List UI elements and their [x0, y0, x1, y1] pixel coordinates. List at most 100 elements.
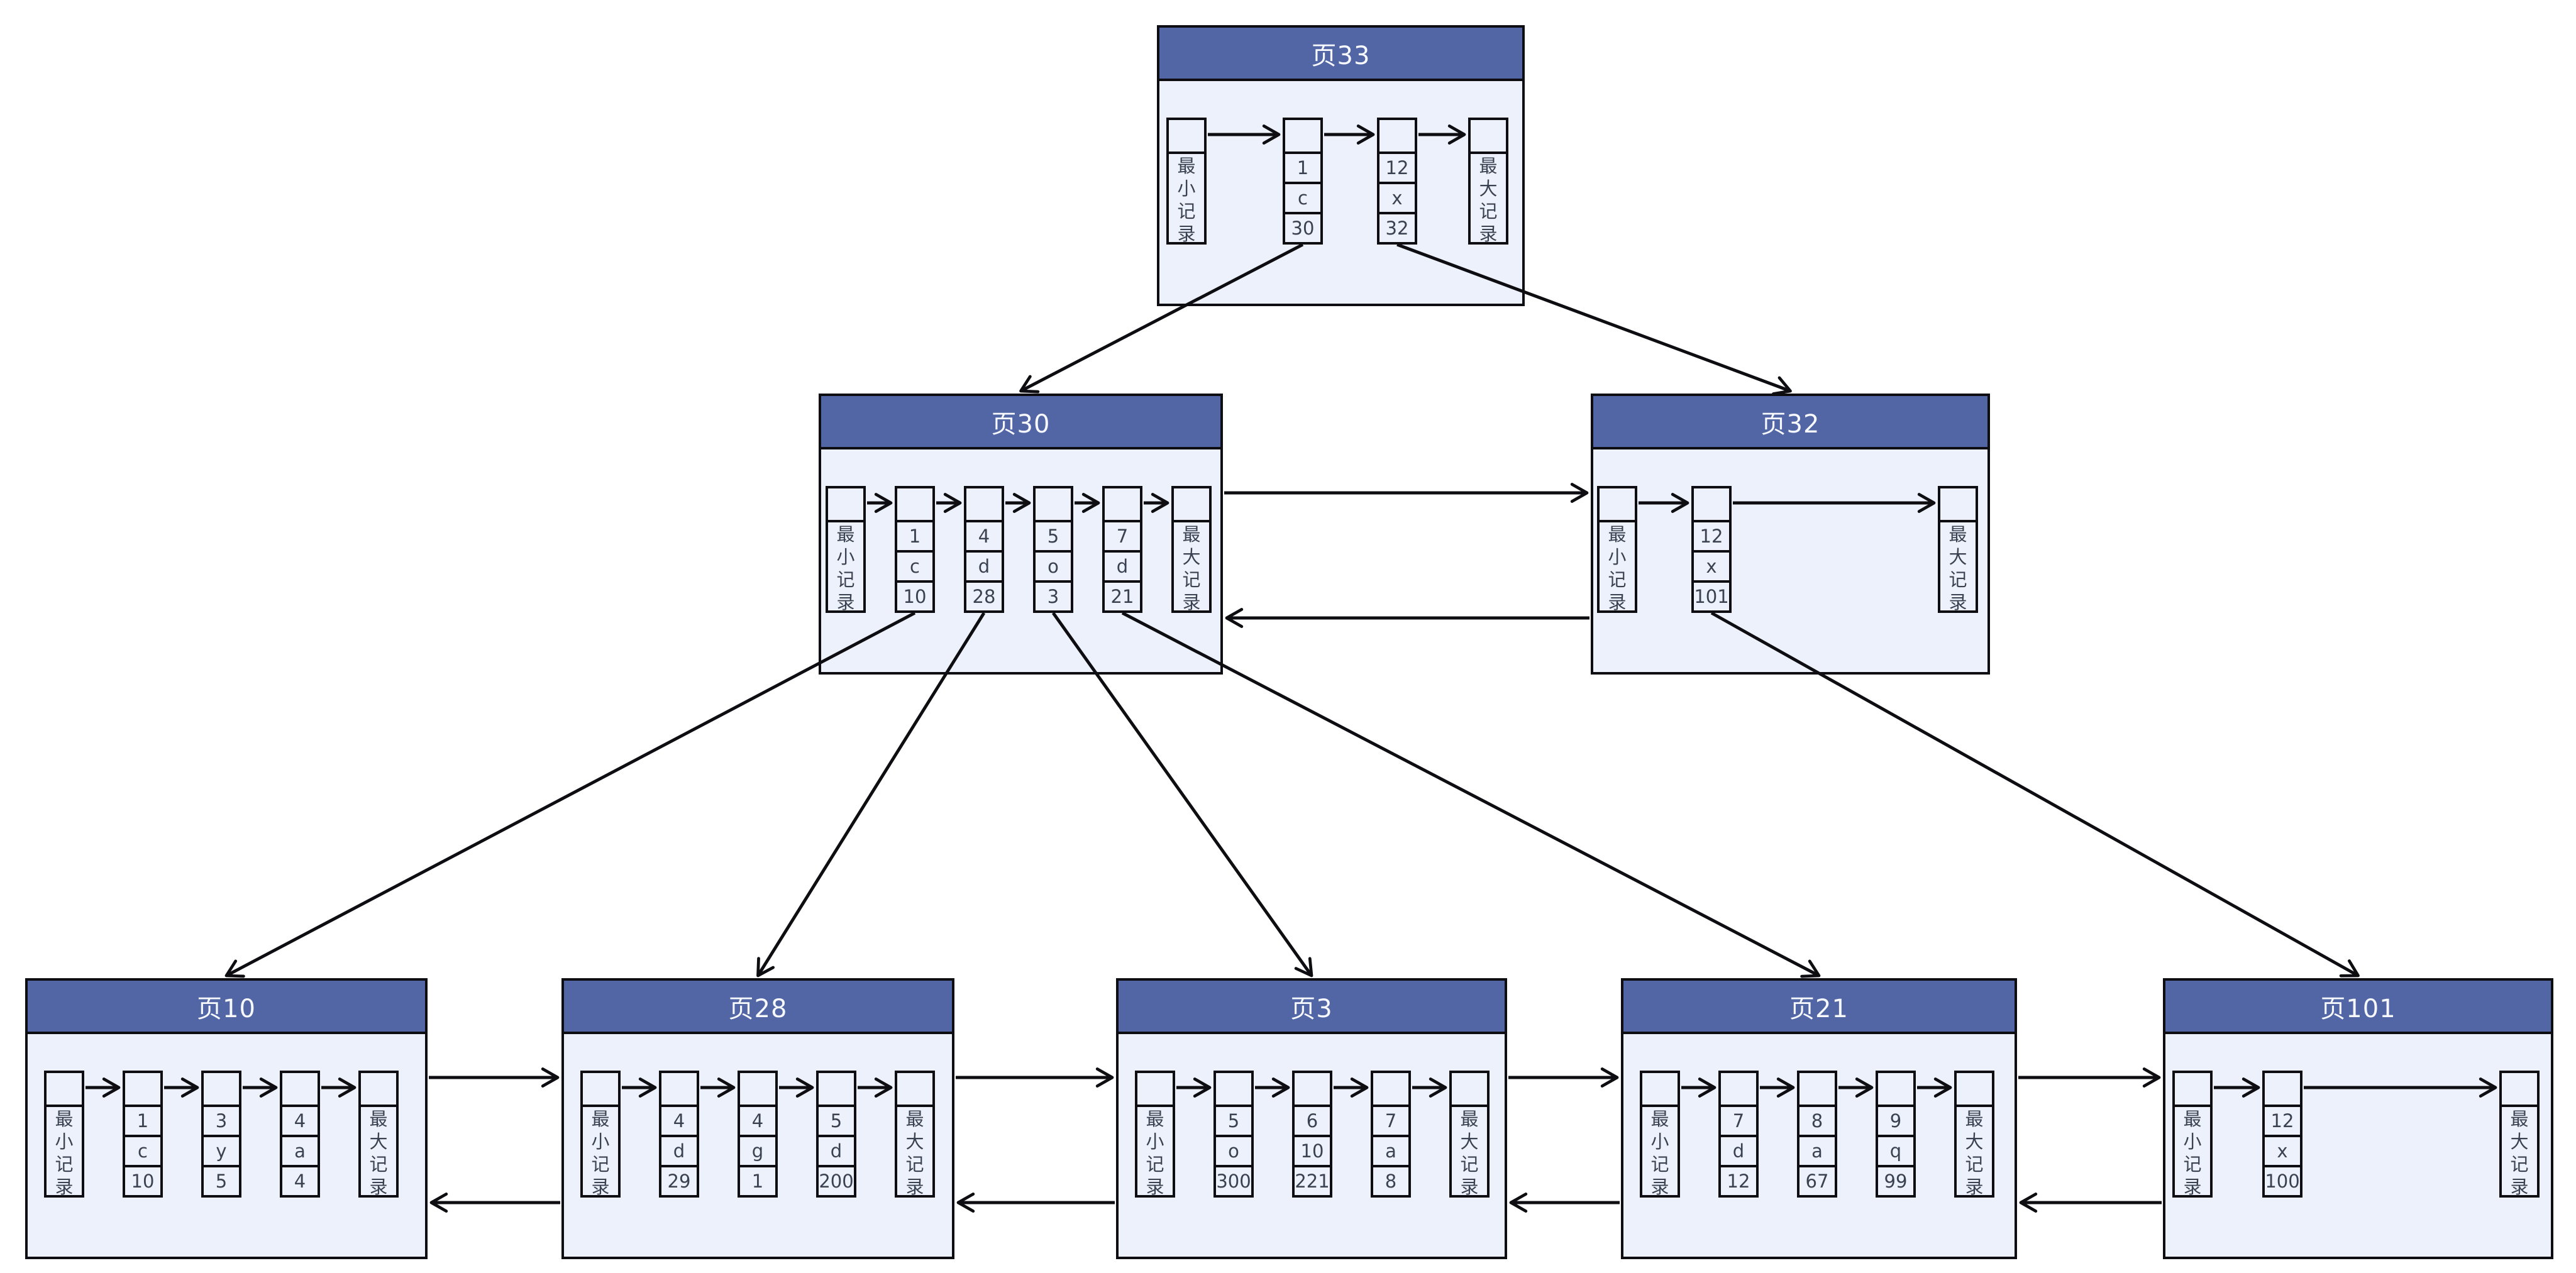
- max-record-label: 最大记录: [1471, 152, 1506, 242]
- min-record-column: 最小记录: [1166, 118, 1207, 245]
- min-record-column: 最小记录: [1135, 1071, 1175, 1198]
- next-record-pointer-cell: [1600, 488, 1635, 520]
- record-field-cell: 7: [1373, 1105, 1408, 1135]
- next-record-pointer-cell: [1799, 1073, 1835, 1105]
- next-record-pointer-cell: [2502, 1073, 2537, 1105]
- min-record-label: 最小记录: [828, 520, 863, 610]
- record-field-cell: c: [125, 1135, 160, 1165]
- page-title: 页32: [1593, 396, 1987, 449]
- max-record-column: 最大记录: [1954, 1071, 1994, 1198]
- next-record-pointer-cell: [1940, 488, 1976, 520]
- record-field-cell: 10: [897, 580, 932, 610]
- min-record-label: 最小记录: [1137, 1105, 1173, 1195]
- record-field-cell: 8: [1373, 1165, 1408, 1195]
- record-field-cell: 12: [1694, 520, 1729, 550]
- record-field-cell: 1: [740, 1165, 775, 1195]
- max-record-column: 最大记录: [1449, 1071, 1490, 1198]
- min-record-label: 最小记录: [47, 1105, 82, 1195]
- max-record-column: 最大记录: [1938, 486, 1978, 613]
- record-field-cell: 10: [1295, 1135, 1330, 1165]
- next-record-pointer-cell: [819, 1073, 854, 1105]
- record-field-cell: x: [1379, 182, 1415, 212]
- min-record-column: 最小记录: [826, 486, 866, 613]
- page-title: 页101: [2165, 981, 2551, 1034]
- max-record-label: 最大记录: [1957, 1105, 1992, 1195]
- min-record-column: 最小记录: [1640, 1071, 1680, 1198]
- record-field-cell: d: [819, 1135, 854, 1165]
- record-field-cell: o: [1216, 1135, 1251, 1165]
- max-record-label: 最大记录: [2502, 1105, 2537, 1195]
- next-record-pointer-cell: [47, 1073, 82, 1105]
- record-field-cell: d: [1721, 1135, 1756, 1165]
- record-field-cell: o: [1036, 550, 1071, 580]
- max-record-label: 最大记录: [1174, 520, 1209, 610]
- next-record-pointer-cell: [282, 1073, 318, 1105]
- next-record-pointer-cell: [1105, 488, 1140, 520]
- record-field-cell: 4: [282, 1165, 318, 1195]
- next-record-pointer-cell: [1721, 1073, 1756, 1105]
- next-record-pointer-cell: [1452, 1073, 1487, 1105]
- record-field-cell: q: [1878, 1135, 1913, 1165]
- next-record-pointer-cell: [740, 1073, 775, 1105]
- next-record-pointer-cell: [661, 1073, 697, 1105]
- next-record-pointer-cell: [1285, 120, 1320, 152]
- min-record-column: 最小记录: [2172, 1071, 2213, 1198]
- record-field-cell: 200: [819, 1165, 854, 1195]
- record-field-cell: d: [966, 550, 1002, 580]
- record-field-cell: 67: [1799, 1165, 1835, 1195]
- next-record-pointer-cell: [897, 488, 932, 520]
- next-record-pointer-cell: [966, 488, 1002, 520]
- next-record-pointer-cell: [1694, 488, 1729, 520]
- record-field-cell: 21: [1105, 580, 1140, 610]
- max-record-column: 最大记录: [895, 1071, 935, 1198]
- record-field-cell: 29: [661, 1165, 697, 1195]
- record-field-cell: 12: [1721, 1165, 1756, 1195]
- next-record-pointer-cell: [828, 488, 863, 520]
- record-field-cell: a: [1373, 1135, 1408, 1165]
- record-field-cell: 30: [1285, 212, 1320, 242]
- page-title: 页21: [1623, 981, 2015, 1034]
- record-field-cell: a: [1799, 1135, 1835, 1165]
- record-field-cell: x: [1694, 550, 1729, 580]
- record-field-cell: g: [740, 1135, 775, 1165]
- next-record-pointer-cell: [1379, 120, 1415, 152]
- record-field-cell: 7: [1721, 1105, 1756, 1135]
- max-record-column: 最大记录: [1468, 118, 1508, 245]
- min-record-column: 最小记录: [580, 1071, 621, 1198]
- max-record-label: 最大记录: [897, 1105, 932, 1195]
- min-record-column: 最小记录: [44, 1071, 84, 1198]
- next-record-pointer-cell: [1137, 1073, 1173, 1105]
- record-field-cell: c: [897, 550, 932, 580]
- min-record-label: 最小记录: [1169, 152, 1204, 242]
- max-record-label: 最大记录: [361, 1105, 396, 1195]
- record-field-cell: d: [1105, 550, 1140, 580]
- record-field-cell: 4: [740, 1105, 775, 1135]
- record-field-cell: 6: [1295, 1105, 1330, 1135]
- max-record-label: 最大记录: [1452, 1105, 1487, 1195]
- next-record-pointer-cell: [897, 1073, 932, 1105]
- record-field-cell: 8: [1799, 1105, 1835, 1135]
- record-field-cell: 9: [1878, 1105, 1913, 1135]
- record-field-cell: 10: [125, 1165, 160, 1195]
- next-record-pointer-cell: [2265, 1073, 2300, 1105]
- next-record-pointer-cell: [1036, 488, 1071, 520]
